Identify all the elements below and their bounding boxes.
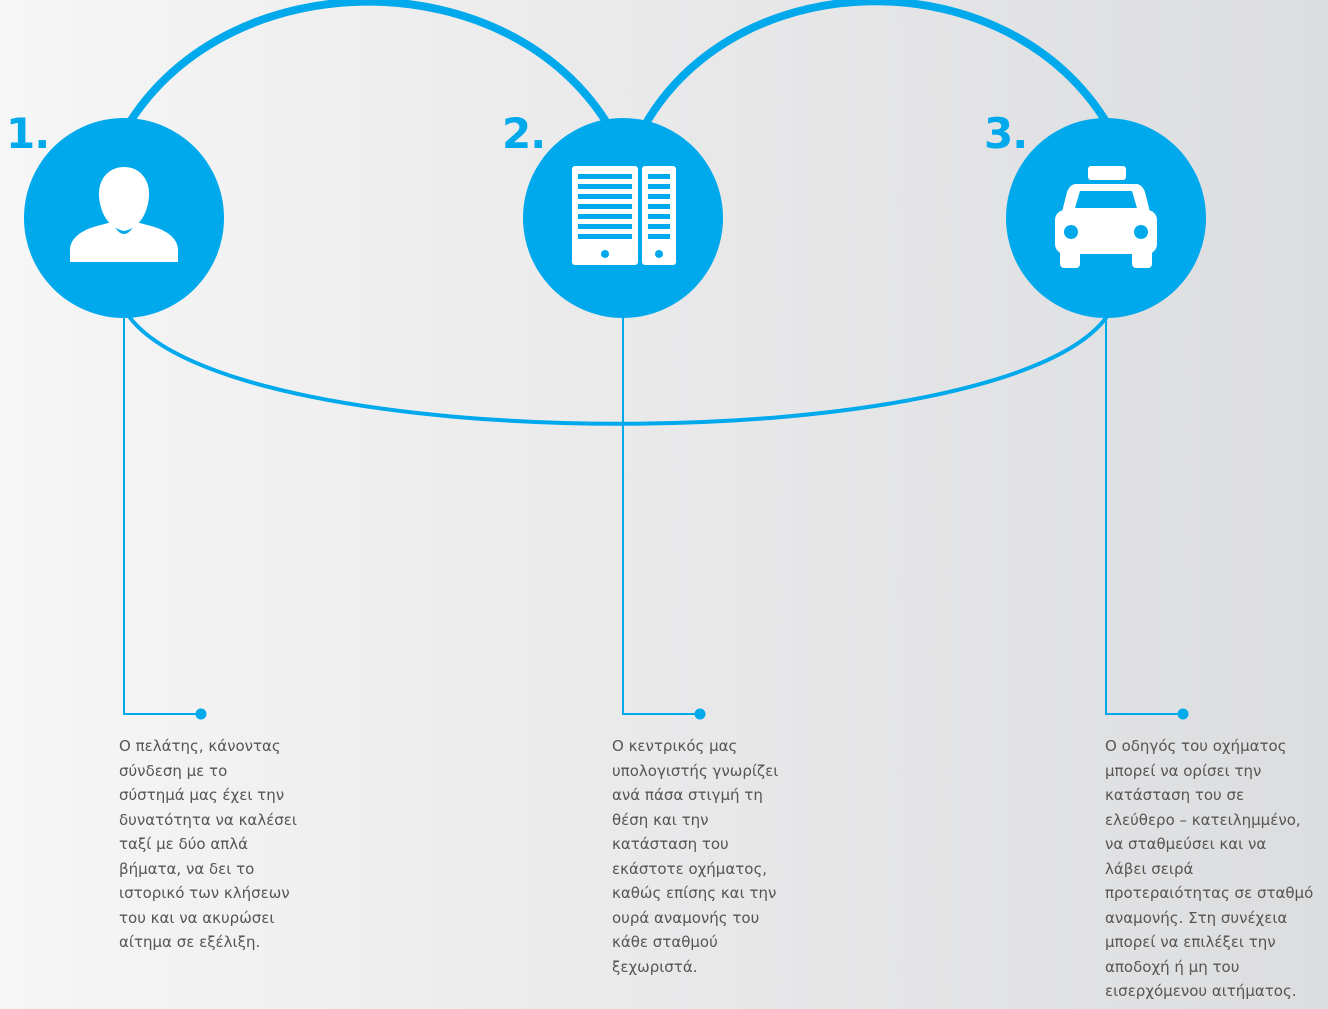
step-3-description: Ο οδηγός του οχήματος μπορεί να ορίσει τ… (1105, 737, 1314, 1000)
arc-2-3 (641, 0, 1112, 128)
leader-dot-3 (1177, 708, 1189, 720)
step-3-node (1006, 118, 1206, 318)
step-2-description: Ο κεντρικός μας υπολογιστής γνωρίζει ανά… (612, 737, 779, 976)
leader-dot-2 (694, 708, 706, 720)
user-icon (70, 167, 178, 262)
leader-line-2 (622, 318, 700, 715)
server-icon (572, 166, 676, 265)
leader-line-1 (123, 318, 201, 715)
arc-1-2 (124, 0, 614, 131)
step-1-description: Ο πελάτης, κάνοντας σύνδεση με το σύστημ… (119, 737, 297, 951)
step-1-node (24, 118, 224, 318)
step-2-node (523, 118, 723, 318)
step-3-number: 3. (984, 109, 1028, 158)
leader-dot-1 (195, 708, 207, 720)
leader-line-3 (1105, 318, 1183, 715)
taxi-icon (1055, 166, 1157, 268)
step-2-number: 2. (502, 109, 546, 158)
step-1-number: 1. (6, 109, 50, 158)
arc-1-3-bottom (126, 313, 1110, 426)
